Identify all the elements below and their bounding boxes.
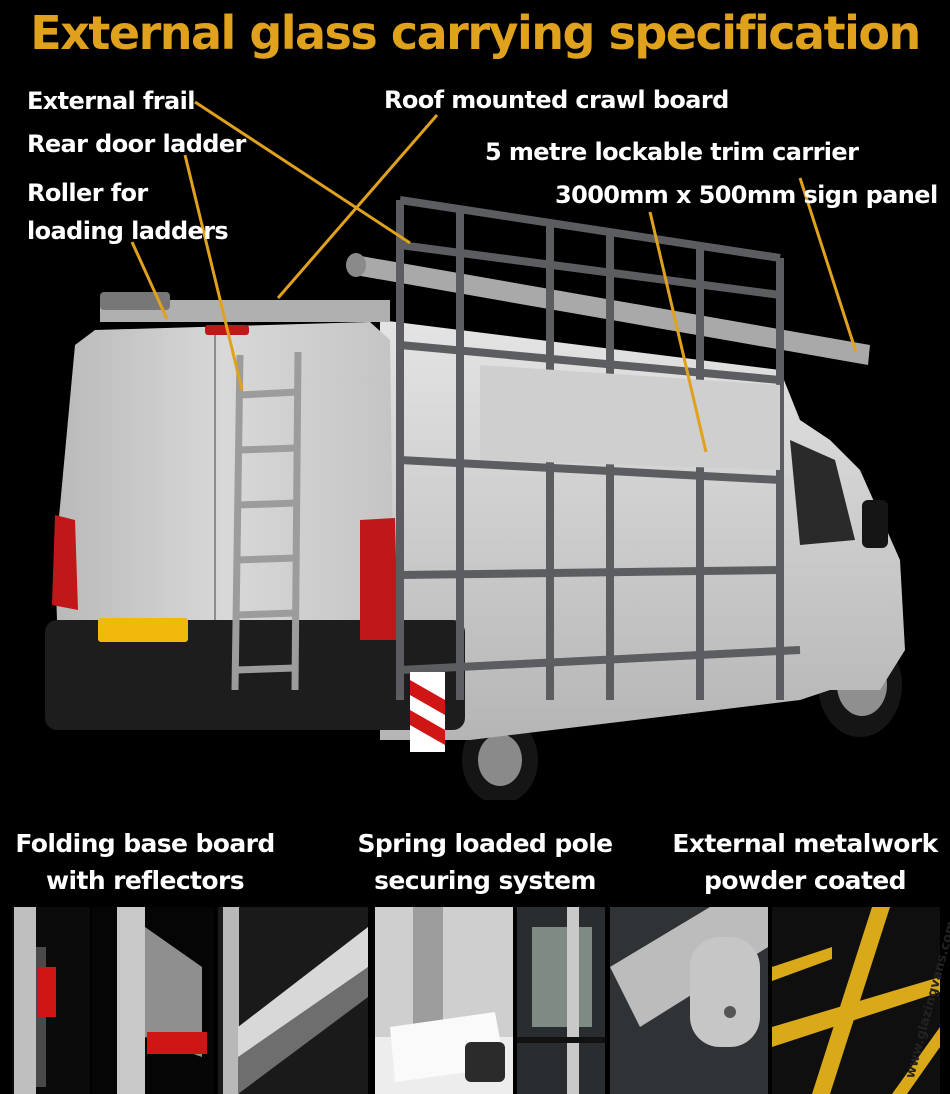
photo-metalwork-2 (772, 907, 940, 1094)
van-illustration (45, 100, 905, 800)
caption-metalwork-line1: External metalwork (672, 829, 938, 858)
right-tail-light (360, 518, 398, 640)
label-roller-line2: loading ladders (27, 217, 229, 245)
caption-base-board-line1: Folding base board (15, 829, 275, 858)
label-roller-line1: Roller for (27, 179, 148, 207)
caption-pole-line1: Spring loaded pole (357, 829, 613, 858)
caption-external-metalwork: External metalwork powder coated (660, 825, 950, 899)
caption-folding-base-board: Folding base board with reflectors (0, 825, 290, 899)
caption-pole-line2: securing system (374, 866, 596, 895)
photo-metalwork-1 (610, 907, 768, 1094)
caption-spring-loaded-pole: Spring loaded pole securing system (340, 825, 630, 899)
number-plate (98, 618, 188, 642)
photo-base-board-3 (218, 907, 368, 1094)
label-roller: Roller for loading ladders (27, 174, 229, 250)
left-tail-light (52, 515, 78, 610)
external-frail (396, 196, 801, 700)
photo-base-board-2 (92, 907, 214, 1094)
label-sign-panel: 3000mm x 500mm sign panel (555, 181, 938, 209)
label-crawl-board: Roof mounted crawl board (384, 86, 729, 114)
leader-lines (130, 100, 858, 453)
page-title: External glass carrying specification (30, 6, 921, 60)
wing-mirror (862, 500, 888, 548)
crawl-board (100, 300, 390, 322)
label-rear-door-ladder: Rear door ladder (27, 130, 246, 158)
caption-metalwork-line2: powder coated (704, 866, 907, 895)
label-trim-carrier: 5 metre lockable trim carrier (485, 138, 859, 166)
label-external-frail: External frail (27, 87, 195, 115)
cab-window (790, 440, 855, 545)
rear-door-ladder (231, 351, 302, 691)
reflector-board (410, 672, 445, 752)
photo-pole-1 (375, 907, 513, 1094)
photo-pole-2 (517, 907, 605, 1094)
roller (100, 292, 170, 310)
caption-base-board-line2: with reflectors (46, 866, 245, 895)
photo-base-board-1 (12, 907, 90, 1094)
bumper (45, 620, 465, 730)
